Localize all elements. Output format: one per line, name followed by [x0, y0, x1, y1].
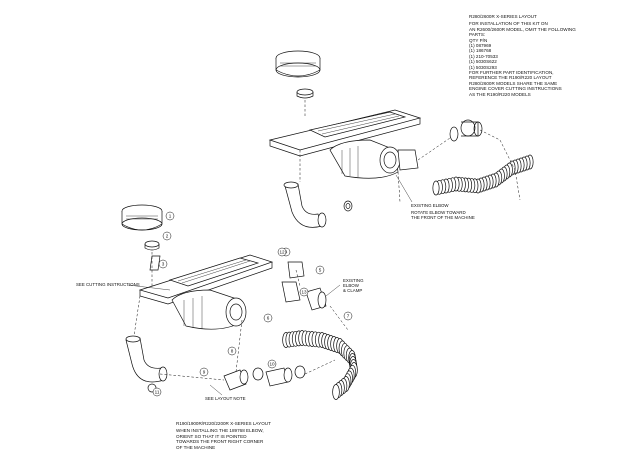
top-layout-notes: R280/2600R X-SERIES LAYOUT FOR INSTALLAT… [469, 14, 576, 97]
callout-see-layout-note: SEE LAYOUT NOTE [205, 396, 246, 401]
leader-cutting [127, 284, 171, 291]
assembly-line [417, 137, 451, 161]
assembly-line [133, 295, 141, 337]
note-line: (1) 5030S622 [469, 59, 497, 65]
item-number: 5 [319, 268, 322, 273]
item-number: 11 [155, 390, 160, 395]
item-number: 8 [231, 349, 234, 354]
note-line: R280/2600R MODELS SHARE THE SAME [469, 80, 558, 86]
item-balloon [162, 231, 172, 241]
item-balloon [277, 247, 287, 257]
item-number: 3 [162, 262, 165, 267]
assembly-line [479, 129, 521, 201]
item-balloon [315, 265, 325, 275]
note-line: AS THE R190/R220 MODELS [469, 91, 531, 97]
item-balloons: 12345678910111213 [152, 211, 353, 397]
leader-existing-elbow-clamp [325, 284, 341, 297]
top-layout-title: R280/2600R X-SERIES LAYOUT [469, 14, 537, 19]
small-clamp-top [343, 200, 353, 212]
callout-existing-line3: & CLAMP [343, 288, 362, 293]
engine-cover-bottom [138, 254, 274, 305]
bottom-layout-notes: R190/1900R/R220/2200R X-SERIES LAYOUT WH… [176, 421, 271, 450]
assembly-line [397, 171, 401, 203]
elbow-bottom [125, 335, 168, 383]
assembly-line [304, 359, 336, 375]
assembly-line [159, 373, 225, 381]
item-number: 13 [301, 290, 307, 295]
sleeve-clamp-row [223, 365, 306, 391]
hose-rib [432, 180, 440, 196]
air-cleaner-top [329, 139, 419, 179]
air-cleaner-bottom [171, 289, 247, 330]
item-balloon [165, 211, 175, 221]
note-line: ENGINE COVER CUTTING INSTRUCTIONS [469, 86, 562, 92]
item-number: 7 [347, 314, 350, 319]
item-number: 12 [279, 250, 285, 255]
note-line: (1) 087969 [469, 43, 492, 49]
note-line: FOR INSTALLATION OF THIS KIT ON [469, 21, 548, 27]
note-line: ORIENT SO THAT IT IS POINTED [176, 433, 247, 439]
leader-layout-note [209, 384, 223, 396]
callout-existing-line2: ELBOW [343, 283, 360, 288]
flex-hose-top [432, 154, 534, 196]
leader-existing-elbow [395, 174, 413, 203]
item-balloon [263, 313, 273, 323]
item-balloon [343, 311, 353, 321]
bracket-center [281, 261, 327, 311]
intake-stack [149, 255, 161, 271]
item-number: 10 [269, 362, 275, 367]
precleaner-cap-bottom [121, 204, 163, 231]
ring-bottom [144, 240, 160, 251]
note-line: TOWARDS THE FRONT RIGHT CORNER [176, 439, 264, 445]
note-line: (1) 186768 [469, 48, 492, 54]
assembly-line [295, 269, 301, 287]
callout-existing-line1: EXISTING [343, 278, 364, 283]
note-line: (1) 5030S293 [469, 64, 497, 70]
item-balloon [299, 287, 309, 297]
note-line: OF THE MACHINE [176, 444, 216, 450]
note-line: WHEN INSTALLING THE 189768 ELBOW, [176, 428, 264, 434]
item-balloon [158, 259, 168, 269]
item-balloon [267, 359, 277, 369]
item-number: 9 [203, 370, 206, 375]
elbow-top [283, 181, 327, 228]
callout-cutting-instructions: SEE CUTTING INSTRUCTIONS [76, 282, 140, 287]
precleaner-cap-top [275, 50, 321, 78]
note-line: QTY P/N [469, 37, 488, 43]
bottom-layout-title: R190/1900R/R220/2200R X-SERIES LAYOUT [176, 421, 271, 426]
hose-rib [332, 384, 340, 400]
item-balloon [227, 346, 237, 356]
callout-existing-elbow: EXISTING ELBOW [411, 203, 449, 208]
note-line: REFERENCE THE R190/R220 LAYOUT [469, 75, 552, 81]
note-line: FOR FURTHER PART IDENTIFICATION, [469, 70, 554, 76]
assembly-line [329, 305, 349, 331]
item-balloon [152, 387, 162, 397]
ring-top [296, 88, 314, 99]
clamp-top-right [449, 119, 483, 142]
item-number: 1 [169, 214, 172, 219]
note-line: PARTS: [469, 32, 486, 38]
item-number: 6 [267, 316, 270, 321]
item-balloon [199, 367, 209, 377]
callout-rotate-line1: ROTATE ELBOW TOWARD [411, 210, 466, 215]
callout-rotate-line2: THE FRONT OF THE MACHINE [411, 215, 475, 220]
note-line: (1) 210-70533 [469, 53, 498, 59]
flex-hose-bottom [282, 330, 358, 400]
assembly-line [235, 319, 243, 373]
note-line: AN R2600/2600R MODEL, OMIT THE FOLLOWING [469, 26, 576, 32]
item-number: 2 [166, 234, 169, 239]
